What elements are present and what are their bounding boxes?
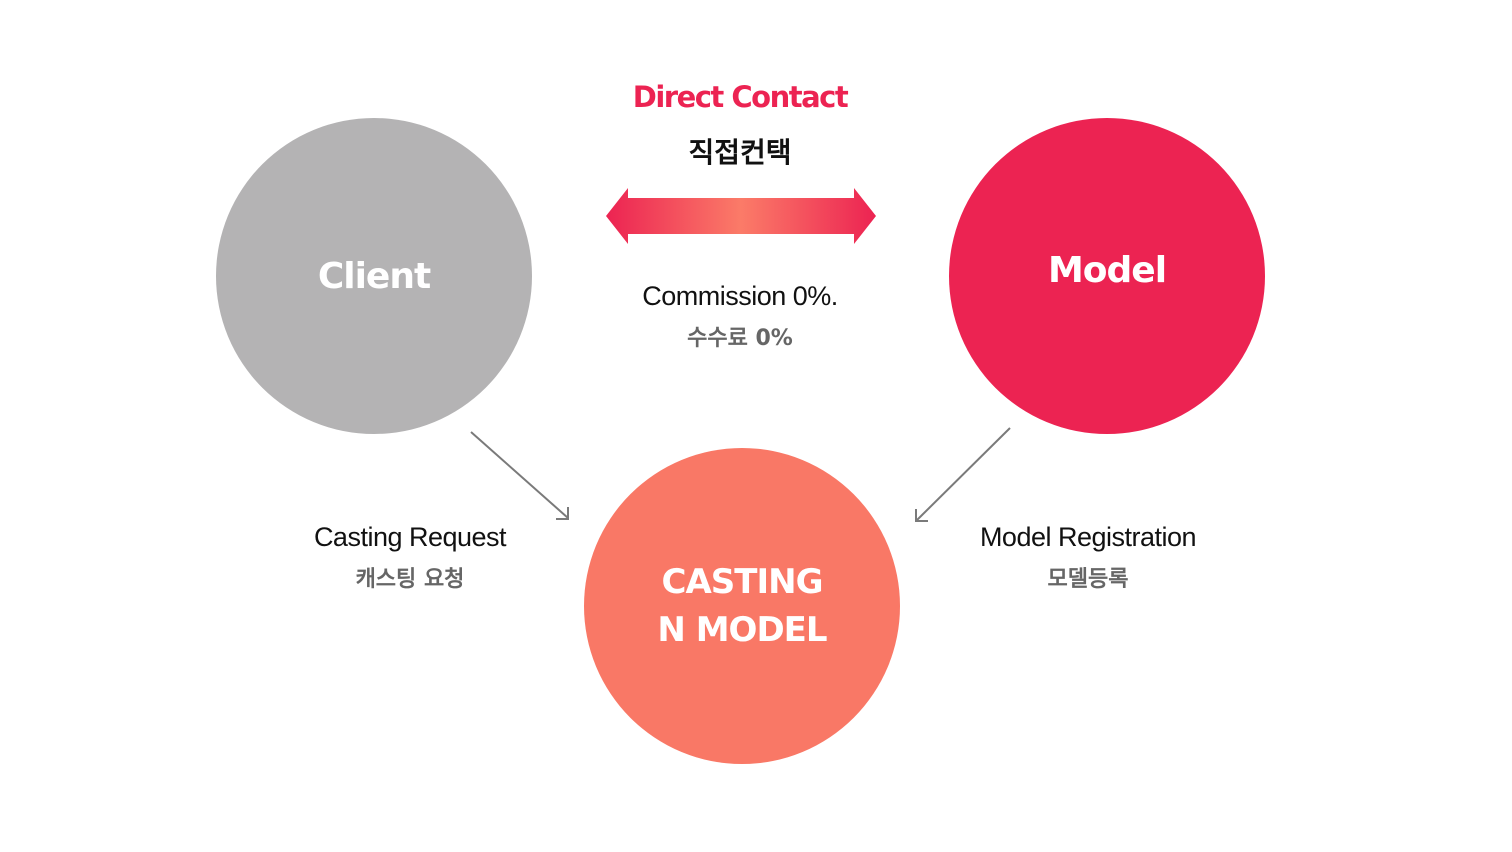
casting-n-model-node: CASTING N MODEL <box>584 448 900 764</box>
commission-ko: 수수료 0% <box>687 326 793 351</box>
commission-label: Commission 0%. 수수료 0% <box>590 281 890 352</box>
model-registration-ko: 모델등록 <box>1047 567 1129 592</box>
client-node: Client <box>216 118 532 434</box>
model-node: Model <box>949 118 1265 434</box>
double-headed-arrow-icon <box>606 188 876 244</box>
casting-request-ko: 캐스팅 요청 <box>355 567 465 592</box>
model-label: Model <box>1047 249 1167 291</box>
arrow-down-right-icon <box>470 431 569 520</box>
model-registration-en: Model Registration <box>979 522 1197 552</box>
client-label: Client <box>317 255 431 297</box>
casting-request-label: Casting Request 캐스팅 요청 <box>280 522 540 593</box>
casting-label-line1: CASTING <box>661 562 824 602</box>
casting-label-line2: N MODEL <box>657 610 827 650</box>
commission-en: Commission 0%. <box>642 281 838 311</box>
direct-contact-title: Direct Contact <box>632 80 849 114</box>
arrow-down-left-icon <box>915 427 1011 522</box>
casting-request-en: Casting Request <box>313 522 507 552</box>
model-registration-label: Model Registration 모델등록 <box>948 522 1228 593</box>
direct-contact-subtitle: 직접컨택 <box>688 136 792 169</box>
